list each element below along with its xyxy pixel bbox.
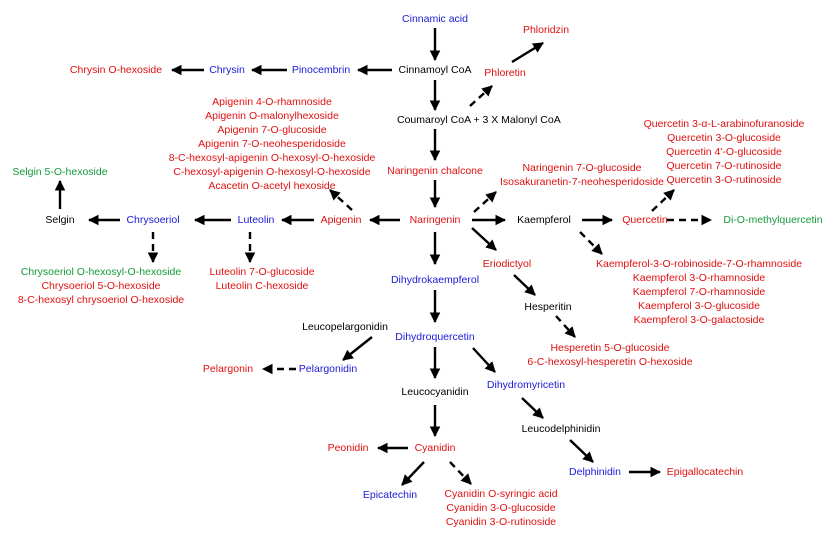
group-naringenin-derivatives: Naringenin 7-O-glucoside Isosakuranetin-… bbox=[500, 161, 664, 189]
node-leucodelphinidin: Leucodelphinidin bbox=[521, 423, 601, 435]
group-kaempferol-derivatives: Kaempferol-3-O-robinoside-7-O-rhamnoside… bbox=[596, 257, 802, 327]
node-cyanidin: Cyanidin bbox=[414, 442, 456, 454]
apigenin-derivative: 8-C-hexosyl-apigenin O-hexosyl-O-hexosid… bbox=[168, 152, 376, 164]
cyanidin-derivative: Cyanidin 3-O-rutinoside bbox=[445, 516, 557, 528]
luteolin-derivative: Luteolin 7-O-glucoside bbox=[209, 266, 315, 278]
chrysoeriol-derivative: 8-C-hexosyl chrysoeriol O-hexoside bbox=[17, 294, 185, 306]
dash-naringenin-to-derivatives bbox=[473, 191, 497, 213]
apigenin-derivative: Apigenin 4-O-rhamnoside bbox=[212, 96, 332, 108]
dash-hesperitin-to-derivatives bbox=[555, 315, 576, 338]
kaempferol-derivative: Kaempferol 3-O-galactoside bbox=[633, 314, 765, 326]
node-pinocembrin: Pinocembrin bbox=[291, 64, 351, 76]
node-quercetin: Quercetin bbox=[622, 214, 668, 226]
node-naringenin-chalcone: Naringenin chalcone bbox=[387, 165, 483, 177]
node-leucocyanidin: Leucocyanidin bbox=[401, 386, 469, 398]
node-selgin: Selgin bbox=[45, 214, 75, 226]
node-cinnamoyl-coa: Cinnamoyl CoA bbox=[398, 64, 472, 76]
arrow-phloretin-to-phloridzin bbox=[511, 41, 544, 64]
dash-kaempferol-to-derivatives bbox=[579, 231, 603, 255]
chrysoeriol-derivative: Chrysoeriol 5-O-hexoside bbox=[41, 280, 161, 292]
node-dihydroquercetin: Dihydroquercetin bbox=[395, 331, 475, 343]
node-chrysoeriol: Chrysoeriol bbox=[126, 214, 180, 226]
node-di-o-methylquercetin: Di-O-methylquercetin bbox=[723, 214, 823, 226]
node-kaempferol: Kaempferol bbox=[517, 214, 571, 226]
group-chrysoeriol-derivatives: Chrysoeriol O-hexosyl-O-hexoside Chrysoe… bbox=[18, 265, 184, 307]
kaempferol-derivative: Kaempferol-3-O-robinoside-7-O-rhamnoside bbox=[595, 258, 803, 270]
apigenin-derivative: Apigenin 7-O-glucoside bbox=[217, 124, 327, 136]
group-cyanidin-derivatives: Cyanidin O-syringic acid Cyanidin 3-O-gl… bbox=[444, 487, 557, 529]
apigenin-derivative: Apigenin O-malonylhexoside bbox=[205, 110, 339, 122]
node-selgin-hexoside: Selgin 5-O-hexoside bbox=[12, 166, 108, 178]
cyanidin-derivative: Cyanidin 3-O-glucoside bbox=[446, 502, 556, 514]
naringenin-derivative: Isosakuranetin-7-neohesperidoside bbox=[499, 176, 665, 188]
apigenin-derivative: Acacetin O-acetyl hexoside bbox=[208, 180, 336, 192]
node-naringenin: Naringenin bbox=[409, 214, 461, 226]
arrow-naringenin-to-eriodictyol bbox=[471, 227, 497, 251]
node-epicatechin: Epicatechin bbox=[362, 489, 418, 501]
node-cinnamic-acid: Cinnamic acid bbox=[402, 13, 468, 25]
node-dihydromyricetin: Dihydromyricetin bbox=[486, 379, 566, 391]
node-epigallocatechin: Epigallocatechin bbox=[666, 466, 744, 478]
kaempferol-derivative: Kaempferol 3-O-rhamnoside bbox=[632, 272, 766, 284]
group-luteolin-derivatives: Luteolin 7-O-glucoside Luteolin C-hexosi… bbox=[209, 265, 314, 293]
group-apigenin-derivatives: Apigenin 4-O-rhamnoside Apigenin O-malon… bbox=[169, 95, 376, 193]
node-coumaroyl-coa: Coumaroyl CoA + 3 X Malonyl CoA bbox=[397, 114, 561, 126]
quercetin-derivative: Quercetin 4'-O-glucoside bbox=[666, 146, 782, 158]
node-pelargonin: Pelargonin bbox=[202, 363, 254, 375]
node-dihydrokaempferol: Dihydrokaempferol bbox=[390, 274, 480, 286]
quercetin-derivative: Quercetin 3-α-L-arabinofuranoside bbox=[643, 118, 805, 130]
group-hesperetin-derivatives: Hesperetin 5-O-glucoside 6-C-hexosyl-hes… bbox=[527, 341, 692, 369]
apigenin-derivative: Apigenin 7-O-neohesperidoside bbox=[198, 138, 346, 150]
node-apigenin: Apigenin bbox=[320, 214, 362, 226]
quercetin-derivative: Quercetin 3-O-rutinoside bbox=[666, 174, 782, 186]
naringenin-derivative: Naringenin 7-O-glucoside bbox=[522, 162, 642, 174]
dash-coumaroyl-to-phloretin bbox=[469, 85, 493, 107]
node-delphinidin: Delphinidin bbox=[569, 466, 621, 478]
node-phloretin: Phloretin bbox=[484, 67, 526, 79]
arrow-dihydromyricetin-to-leucodelphinidin bbox=[521, 397, 544, 419]
node-luteolin: Luteolin bbox=[237, 214, 275, 226]
kaempferol-derivative: Kaempferol 7-O-rhamnoside bbox=[632, 286, 766, 298]
cyanidin-derivative: Cyanidin O-syringic acid bbox=[444, 488, 558, 500]
dash-cyanidin-to-derivatives bbox=[449, 461, 472, 485]
arrow-dihydroquercetin-to-dihydromyricetin bbox=[472, 347, 496, 373]
hesperetin-derivative: 6-C-hexosyl-hesperetin O-hexoside bbox=[527, 356, 693, 368]
apigenin-derivative: C-hexosyl-apigenin O-hexosyl-O-hexoside bbox=[173, 166, 371, 178]
node-peonidin: Peonidin bbox=[327, 442, 369, 454]
node-eriodictyol: Eriodictyol bbox=[482, 258, 532, 270]
arrow-dihydroquercetin-to-leucopelargonidin bbox=[342, 336, 373, 361]
node-hesperitin: Hesperitin bbox=[524, 301, 572, 313]
arrow-cyanidin-to-epicatechin bbox=[401, 461, 425, 486]
hesperetin-derivative: Hesperetin 5-O-glucoside bbox=[550, 342, 670, 354]
dash-apigenin-to-derivatives bbox=[329, 189, 353, 211]
kaempferol-derivative: Kaempferol 3-O-glucoside bbox=[638, 300, 760, 312]
node-leucopelargonidin: Leucopelargonidin bbox=[302, 321, 388, 333]
node-chrysin-hexoside: Chrysin O-hexoside bbox=[69, 64, 163, 76]
arrow-eriodictyol-to-hesperitin bbox=[513, 274, 536, 296]
chrysoeriol-derivative: Chrysoeriol O-hexosyl-O-hexoside bbox=[20, 266, 182, 278]
node-phloridzin: Phloridzin bbox=[522, 24, 570, 36]
node-chrysin: Chrysin bbox=[209, 64, 245, 76]
group-quercetin-derivatives: Quercetin 3-α-L-arabinofuranoside Querce… bbox=[644, 117, 805, 187]
luteolin-derivative: Luteolin C-hexoside bbox=[215, 280, 309, 292]
node-pelargonidin: Pelargonidin bbox=[298, 363, 358, 375]
arrow-leucodelphinidin-to-delphinidin bbox=[569, 439, 594, 463]
quercetin-derivative: Quercetin 3-O-glucoside bbox=[667, 132, 781, 144]
quercetin-derivative: Quercetin 7-O-rutinoside bbox=[666, 160, 782, 172]
dash-quercetin-to-derivatives bbox=[651, 189, 675, 212]
